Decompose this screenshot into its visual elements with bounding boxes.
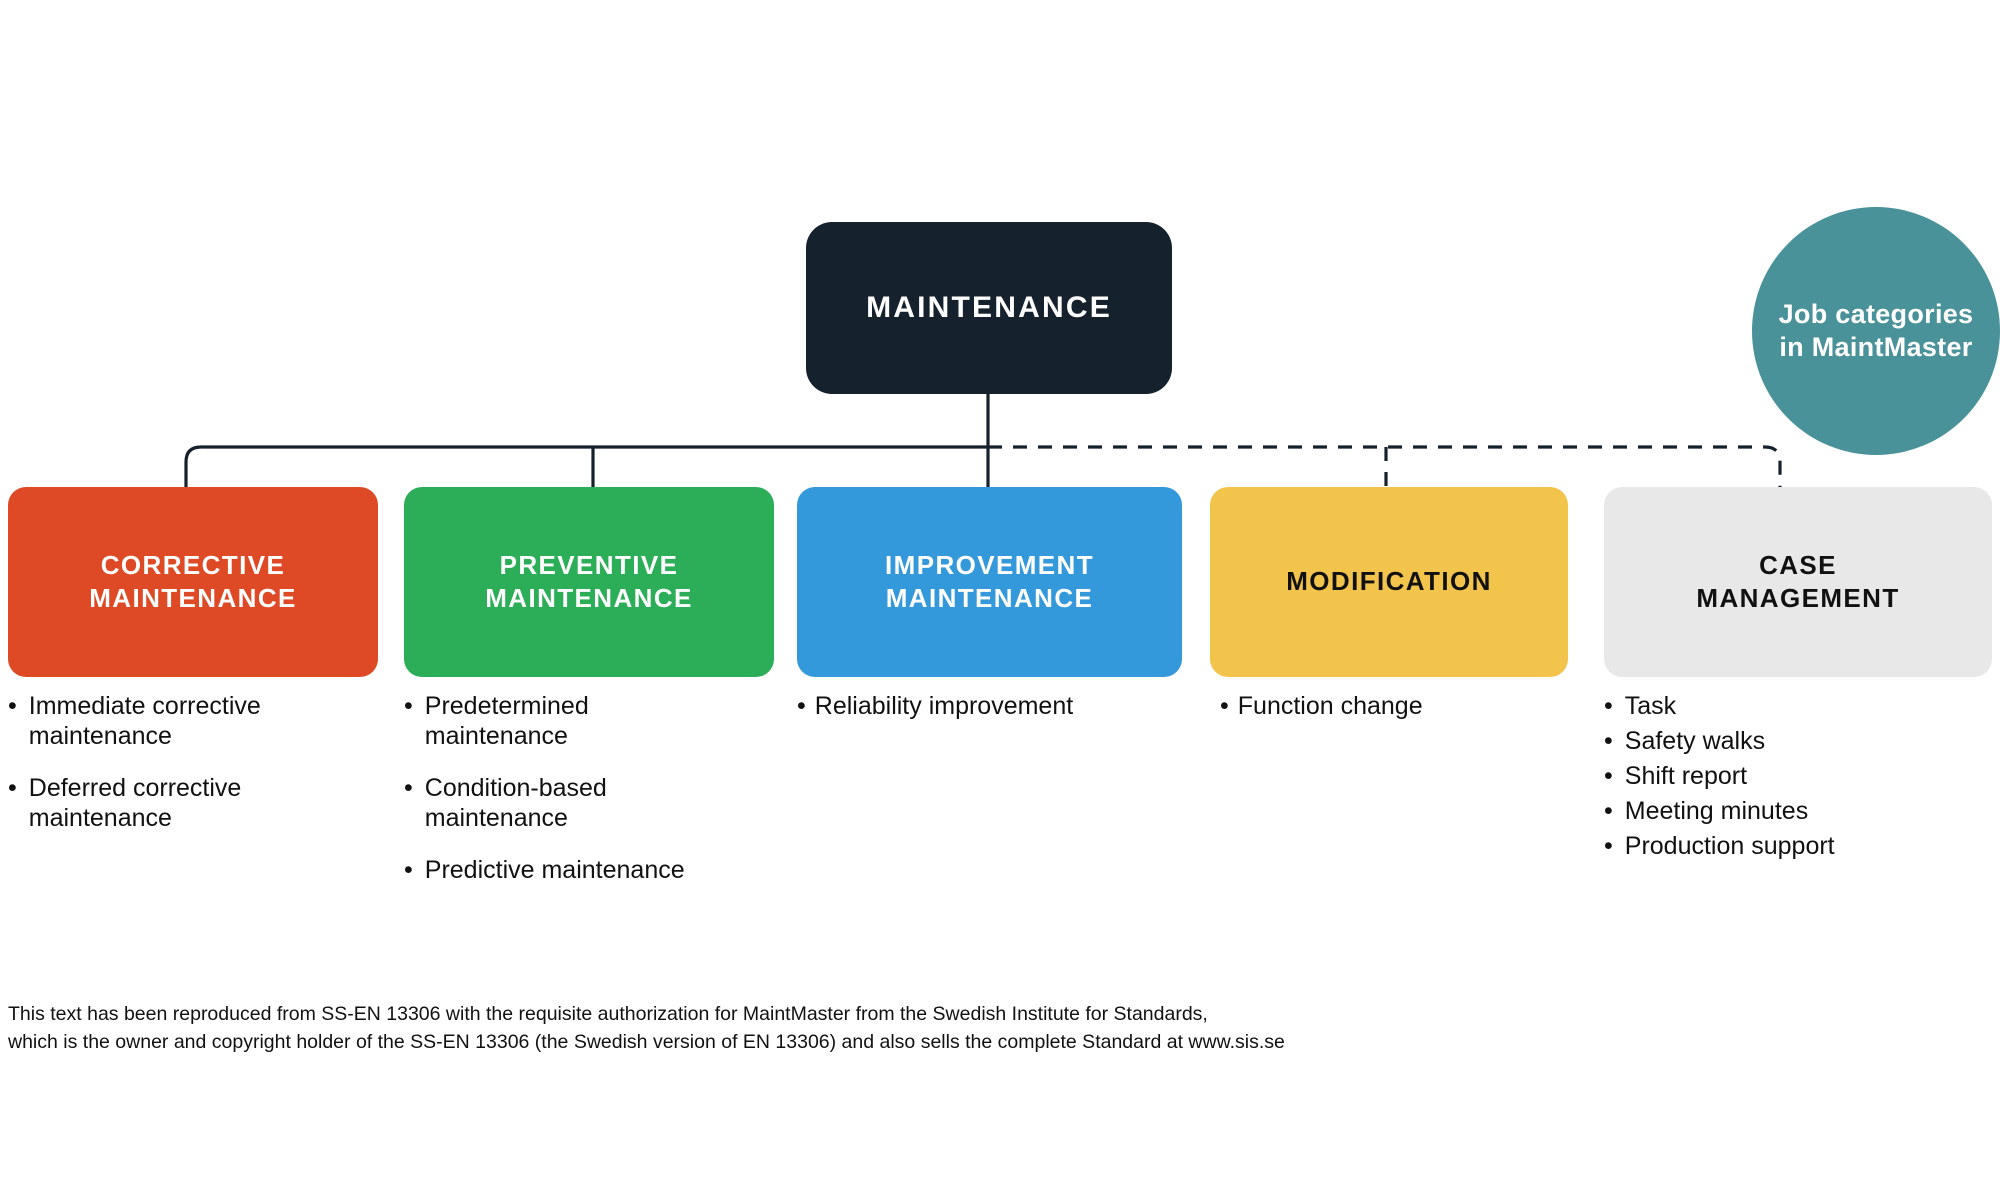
list-item: • Deferred corrective maintenance: [8, 773, 353, 833]
list-item-label: Predictive maintenance: [424, 856, 685, 884]
list-item: • Reliability improvement: [797, 691, 1182, 721]
job-categories-badge[interactable]: Job categories in MaintMaster: [1752, 207, 2000, 455]
root-node-maintenance[interactable]: MAINTENANCE: [806, 222, 1172, 394]
category-column-improvement: IMPROVEMENT MAINTENANCE • Reliability im…: [797, 487, 1182, 721]
bullet-list-corrective: • Immediate corrective maintenance • Def…: [8, 691, 378, 833]
category-box-improvement[interactable]: IMPROVEMENT MAINTENANCE: [797, 487, 1182, 677]
bullet-list-modification: • Function change: [1210, 691, 1568, 721]
root-node-label: MAINTENANCE: [866, 291, 1112, 324]
list-item-label: Safety walks: [1624, 727, 1766, 755]
list-item-label: Predetermined maintenance: [424, 692, 589, 750]
bullet-dot-icon: •: [1604, 797, 1613, 825]
category-label-preventive: PREVENTIVE MAINTENANCE: [485, 549, 693, 613]
list-item-label: Reliability improvement: [814, 692, 1074, 720]
bullet-dot-icon: •: [404, 856, 413, 884]
list-item: • Safety walks: [1604, 726, 1992, 756]
category-column-modification: MODIFICATION • Function change: [1210, 487, 1568, 721]
category-label-improvement: IMPROVEMENT MAINTENANCE: [885, 549, 1094, 613]
category-box-modification[interactable]: MODIFICATION: [1210, 487, 1568, 677]
category-box-preventive[interactable]: PREVENTIVE MAINTENANCE: [404, 487, 774, 677]
category-label-corrective: CORRECTIVE MAINTENANCE: [89, 549, 297, 613]
list-item-label: Task: [1624, 692, 1677, 720]
category-label-modification: MODIFICATION: [1286, 566, 1492, 597]
list-item: • Condition-based maintenance: [404, 773, 704, 833]
list-item-label: Function change: [1237, 692, 1423, 720]
bullet-list-case-management: • Task • Safety walks • Shift report • M…: [1604, 691, 1992, 861]
bullet-dot-icon: •: [797, 692, 806, 720]
bullet-dot-icon: •: [1220, 692, 1229, 720]
list-item: • Function change: [1220, 691, 1578, 721]
bullet-dot-icon: •: [1604, 762, 1613, 790]
list-item: • Predetermined maintenance: [404, 691, 704, 751]
list-item: • Production support: [1604, 831, 1992, 861]
list-item-label: Production support: [1624, 832, 1835, 860]
bullet-dot-icon: •: [404, 692, 413, 720]
attribution-line-2: which is the owner and copyright holder …: [8, 1031, 1285, 1054]
attribution-line-1: This text has been reproduced from SS-EN…: [8, 1003, 1208, 1025]
list-item: • Shift report: [1604, 761, 1992, 791]
list-item: • Task: [1604, 691, 1992, 721]
dashed-branch-case-management: [988, 445, 1782, 487]
list-item-label: Meeting minutes: [1624, 797, 1809, 825]
bullet-dot-icon: •: [1604, 692, 1613, 720]
bullet-dot-icon: •: [8, 692, 17, 720]
bullet-dot-icon: •: [1604, 727, 1613, 755]
bullet-dot-icon: •: [8, 774, 17, 802]
category-box-corrective[interactable]: CORRECTIVE MAINTENANCE: [8, 487, 378, 677]
category-box-case-management[interactable]: CASE MANAGEMENT: [1604, 487, 1992, 677]
list-item-label: Shift report: [1624, 762, 1748, 790]
list-item-label: Deferred corrective maintenance: [28, 774, 242, 832]
list-item-label: Condition-based maintenance: [424, 774, 607, 832]
list-item-label: Immediate corrective maintenance: [28, 692, 261, 750]
category-column-preventive: PREVENTIVE MAINTENANCE • Predetermined m…: [404, 487, 774, 907]
category-label-case-management: CASE MANAGEMENT: [1696, 549, 1900, 613]
solid-branch-corrective: [184, 445, 988, 487]
bullet-dot-icon: •: [1604, 832, 1613, 860]
bullet-list-preventive: • Predetermined maintenance • Condition-…: [404, 691, 774, 885]
job-categories-badge-label: Job categories in MaintMaster: [1778, 299, 1974, 362]
category-column-corrective: CORRECTIVE MAINTENANCE • Immediate corre…: [8, 487, 378, 855]
list-item: • Immediate corrective maintenance: [8, 691, 353, 751]
attribution-footer: This text has been reproduced from SS-EN…: [8, 1000, 1708, 1057]
bullet-dot-icon: •: [404, 774, 413, 802]
list-item: • Meeting minutes: [1604, 796, 1992, 826]
category-column-case-management: CASE MANAGEMENT • Task • Safety walks • …: [1604, 487, 1992, 866]
list-item: • Predictive maintenance: [404, 855, 774, 885]
bullet-list-improvement: • Reliability improvement: [797, 691, 1182, 721]
